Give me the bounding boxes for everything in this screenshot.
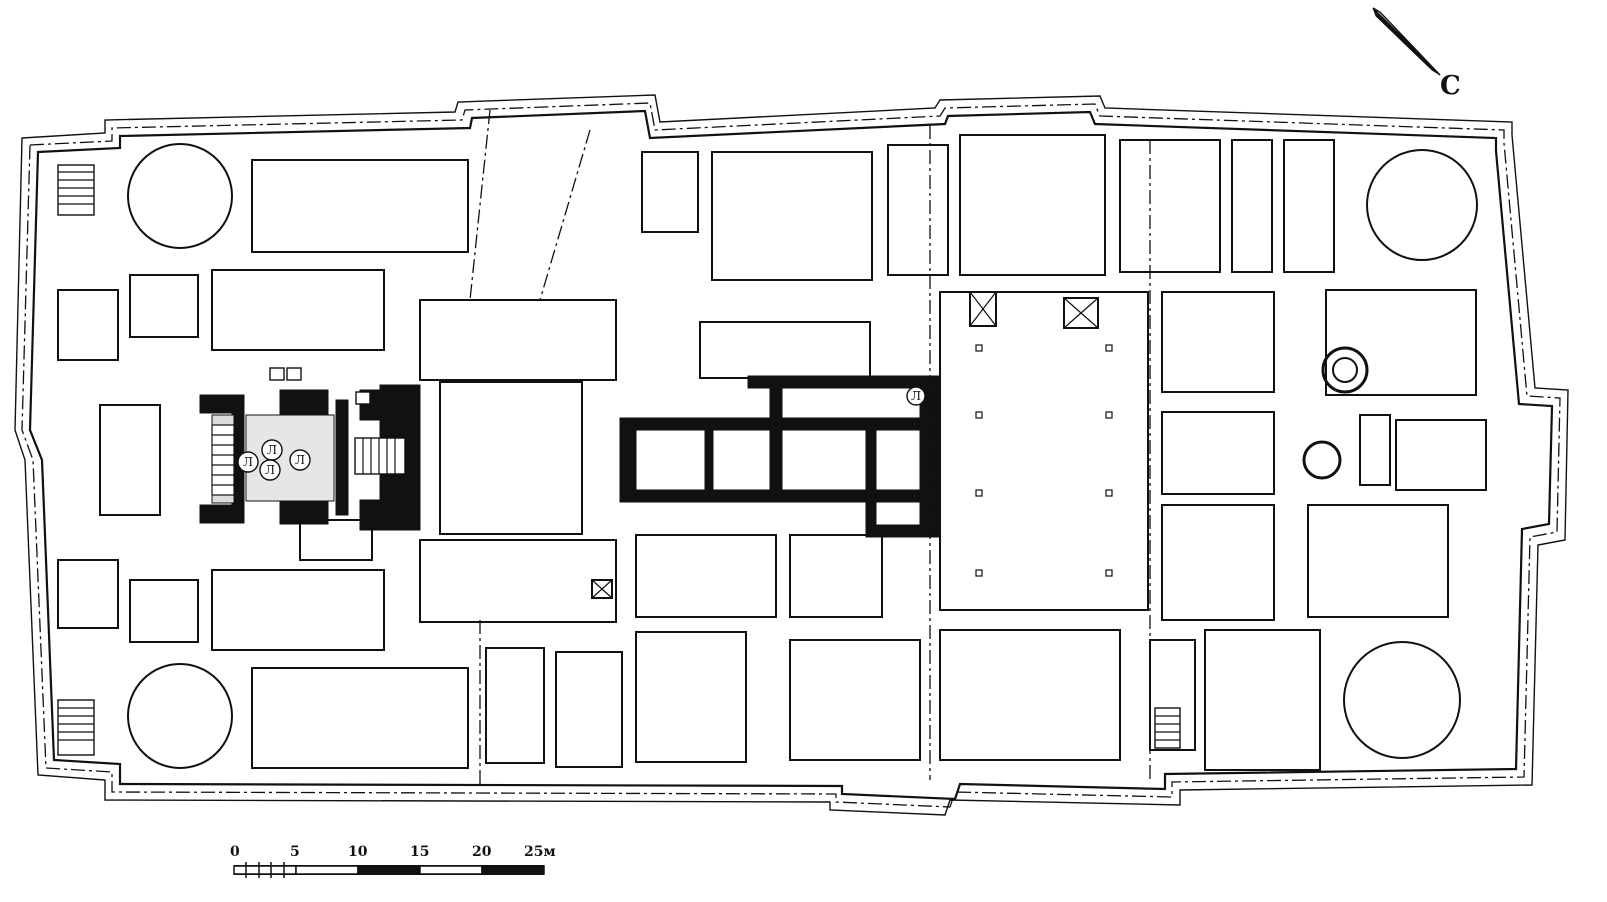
building-outline: [14, 94, 1569, 816]
scale-tick-label: 20: [472, 844, 492, 860]
axis-lines: [469, 109, 1151, 785]
svg-text:Л: Л: [267, 443, 277, 457]
svg-text:Л: Л: [243, 455, 253, 469]
lift-marker: Л: [289, 449, 311, 471]
corner-towers: [127, 143, 1478, 769]
lift-marker: Л: [259, 459, 281, 481]
scale-tick-label: 10: [348, 844, 368, 860]
north-arrow: С: [1372, 7, 1461, 101]
rooms-center: [299, 134, 1487, 771]
scale-tick-label: 15: [410, 844, 429, 860]
lift-marker: Л: [261, 439, 283, 461]
scale-bar: 0 5 10 15 20 25м: [230, 844, 556, 878]
svg-text:Л: Л: [295, 453, 305, 467]
staircases: [57, 164, 1369, 756]
shafts: [269, 291, 1099, 599]
scale-tick-label: 0: [230, 844, 240, 860]
hall-columns: [975, 344, 1113, 577]
lift-markers: Л Л Л Л Л: [237, 386, 926, 481]
lift-marker: Л: [237, 451, 259, 473]
north-label: С: [1440, 71, 1461, 101]
scale-tick-label: 25м: [524, 844, 556, 860]
lift-marker: Л: [906, 386, 926, 406]
heavy-walls: [199, 375, 941, 538]
svg-text:Л: Л: [911, 389, 921, 403]
scale-tick-label: 5: [290, 844, 300, 860]
svg-text:Л: Л: [265, 463, 275, 477]
rooms-left-wing: [57, 159, 617, 769]
